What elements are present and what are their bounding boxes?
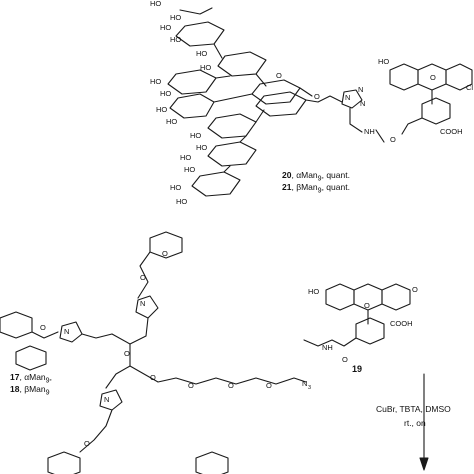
sm-17-subscript: 9	[45, 376, 50, 385]
mannose-cluster: HO HO HO HO HO HO HO HO O HO HO HO HO	[150, 0, 343, 206]
r19-cooh: COOH	[390, 319, 413, 328]
r19-nh: NH	[322, 343, 333, 352]
product-21-subscript: 9	[317, 186, 322, 195]
peg-o-4: O	[266, 381, 272, 390]
r19-ho: HO	[308, 287, 319, 296]
mannose-placeholder	[15, 345, 47, 371]
sm-18-label: 18, βMan9	[10, 384, 50, 397]
reaction-arrow	[419, 373, 429, 471]
top-ho-fragment: HO	[150, 0, 161, 8]
tz3-n: N	[104, 395, 109, 404]
peg-o-2: O	[188, 381, 194, 390]
sm-18-anomer: βMan	[24, 384, 46, 394]
sugar-ring-4	[251, 79, 301, 105]
fluor-top-cooh: COOH	[440, 127, 463, 136]
ring5-ho-b: HO	[166, 117, 177, 126]
azide-subscript: 3	[308, 385, 311, 391]
core-o-a: O	[124, 349, 130, 358]
peg-o-3: O	[228, 381, 234, 390]
ring1-ho-c: HO	[170, 35, 181, 44]
tetravalent-scaffold: O O N O N O O O O O N 3 N O	[0, 231, 311, 474]
ring8-ho-a: HO	[180, 153, 191, 162]
fluor-top-cl: Cl	[466, 83, 473, 92]
r19-o: O	[364, 301, 370, 310]
sugar-ring-9	[191, 171, 241, 197]
product-20-label: 20, αMan9, quant.	[282, 170, 350, 183]
amide-nh-top: NH	[364, 127, 375, 136]
product-21-yield: , quant.	[321, 182, 350, 192]
triazole-top-n1: N	[345, 93, 350, 102]
ring3-ho-a: HO	[150, 77, 161, 86]
sugar-ring-7	[207, 113, 257, 139]
azide-n: N	[302, 379, 307, 388]
sugar-ring-5	[169, 93, 215, 119]
linker-top-o: O	[140, 273, 146, 282]
sugar-ring-8	[207, 141, 257, 167]
ring1-ho-b: HO	[160, 23, 171, 32]
tz1-n: N	[140, 299, 145, 308]
sugar-ring-1	[175, 21, 225, 47]
conditions-reagents: CuBr, TBTA, DMSO	[376, 404, 451, 414]
sm-18-subscript: 9	[45, 388, 50, 397]
fluor-top-o: O	[430, 73, 436, 82]
product-21-number: 21	[282, 182, 292, 192]
product-20-yield: , quant.	[321, 170, 350, 180]
reagent-19-label: 19	[352, 364, 363, 374]
r19-amide-o: O	[342, 355, 348, 364]
pyran-left	[0, 311, 33, 339]
pyran-top-o: O	[162, 249, 168, 258]
sm-17-label: 17, αMan9,	[10, 372, 52, 385]
pyran-bottom-right	[195, 451, 229, 474]
ring1-ho-a: HO	[170, 13, 181, 22]
linker-o: O	[314, 92, 320, 101]
triazole-top-n2: N	[358, 85, 363, 94]
linker-bottom-o: O	[84, 439, 90, 448]
ring9-ho-a: HO	[170, 183, 181, 192]
ring2-ho-b: HO	[200, 63, 211, 72]
peg-o-1: O	[150, 373, 156, 382]
product-20-number: 20	[282, 170, 292, 180]
sugar-ring-2	[217, 51, 267, 77]
pyran-bottom	[47, 451, 81, 474]
triazole-top-n3: N	[360, 99, 365, 108]
amide-o-top: O	[390, 135, 396, 144]
product-20-anomer: αMan	[296, 170, 318, 180]
reagent-19: HO O O COOH NH O	[303, 283, 418, 364]
ring5-ho-a: HO	[156, 105, 167, 114]
ring7-ho-a: HO	[190, 131, 201, 140]
product-20-subscript: 9	[317, 174, 322, 183]
r19-o-keto: O	[412, 285, 418, 294]
sugar-ring-3	[167, 69, 217, 95]
ring9-ho-b: HO	[176, 197, 187, 206]
ring2-ho-a: HO	[196, 49, 207, 58]
product-21-label: 21, βMan9, quant.	[282, 182, 350, 195]
product-21-anomer: βMan	[296, 182, 318, 192]
sm-18-number: 18	[10, 384, 20, 394]
ring4-o: O	[276, 71, 282, 80]
triazole-top: N N N NH	[341, 85, 385, 143]
linker-left-o: O	[40, 323, 46, 332]
sugar-ring-6	[255, 91, 307, 117]
fluor-top-ho: HO	[378, 57, 389, 66]
ring7-ho-b: HO	[196, 143, 207, 152]
fluorescein-top: HO O Cl O COOH	[378, 57, 473, 144]
ring8-ho-b: HO	[184, 165, 195, 174]
ring3-ho-b: HO	[160, 89, 171, 98]
conditions-time: rt., on	[404, 418, 426, 428]
tz2-n: N	[64, 327, 69, 336]
sm-17-anomer: αMan	[24, 372, 46, 382]
sm-17-number: 17	[10, 372, 20, 382]
